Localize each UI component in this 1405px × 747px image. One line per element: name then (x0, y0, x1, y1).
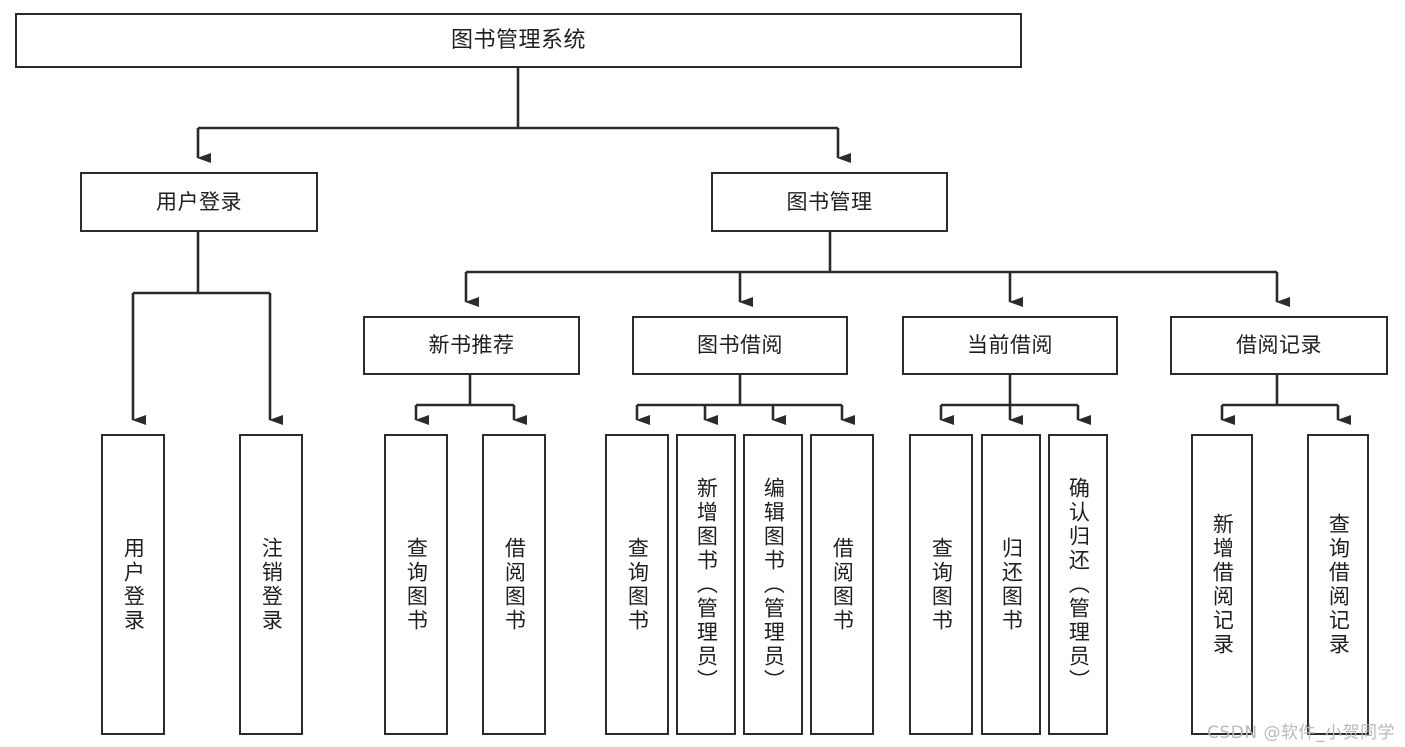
node-label: 编辑图书（管理员） (761, 476, 786, 693)
node-label: 归还图书 (999, 536, 1024, 633)
node-leaf-add-book-admin[interactable]: 新增图书（管理员） (676, 434, 736, 735)
node-leaf-query-book-recommend[interactable]: 查询图书 (384, 434, 448, 735)
node-label: 新增图书（管理员） (694, 476, 719, 693)
node-label: 注销登录 (259, 536, 284, 633)
node-label: 借阅图书 (502, 536, 527, 633)
node-borrow-record[interactable]: 借阅记录 (1170, 316, 1388, 375)
node-label: 图书管理系统 (450, 27, 586, 53)
node-leaf-query-borrow-record[interactable]: 查询借阅记录 (1307, 434, 1369, 735)
node-root-book-management-system[interactable]: 图书管理系统 (15, 13, 1022, 68)
node-leaf-query-book-current[interactable]: 查询图书 (909, 434, 973, 735)
node-book-manage[interactable]: 图书管理 (711, 172, 948, 232)
node-user-login[interactable]: 用户登录 (80, 172, 318, 232)
node-label: 查询图书 (404, 536, 429, 633)
node-label: 借阅记录 (1236, 333, 1322, 358)
node-book-borrow[interactable]: 图书借阅 (632, 316, 848, 375)
node-label: 新增借阅记录 (1210, 512, 1235, 657)
node-label: 用户登录 (156, 189, 242, 214)
node-leaf-edit-book-admin[interactable]: 编辑图书（管理员） (743, 434, 803, 735)
node-label: 新书推荐 (428, 333, 515, 358)
node-current-borrow[interactable]: 当前借阅 (902, 316, 1118, 375)
node-leaf-borrow-book-borrow[interactable]: 借阅图书 (810, 434, 874, 735)
node-label: 查询借阅记录 (1326, 512, 1351, 657)
node-label: 图书借阅 (697, 333, 783, 358)
node-label: 确认归还（管理员） (1066, 476, 1091, 693)
node-leaf-user-login[interactable]: 用户登录 (101, 434, 165, 735)
node-label: 图书管理 (786, 189, 873, 214)
node-leaf-add-borrow-record[interactable]: 新增借阅记录 (1191, 434, 1253, 735)
node-label: 用户登录 (121, 536, 146, 633)
node-leaf-confirm-return-admin[interactable]: 确认归还（管理员） (1048, 434, 1108, 735)
node-new-book-recommend[interactable]: 新书推荐 (363, 316, 580, 375)
csdn-watermark: CSDN @软件_小贺同学 (1207, 723, 1395, 743)
node-label: 查询图书 (625, 536, 650, 633)
node-label: 借阅图书 (830, 536, 855, 633)
node-leaf-query-book-borrow[interactable]: 查询图书 (605, 434, 669, 735)
node-leaf-user-logout[interactable]: 注销登录 (239, 434, 303, 735)
node-label: 当前借阅 (967, 333, 1053, 358)
node-leaf-borrow-book-recommend[interactable]: 借阅图书 (482, 434, 546, 735)
node-label: 查询图书 (929, 536, 954, 633)
node-leaf-return-book[interactable]: 归还图书 (981, 434, 1041, 735)
